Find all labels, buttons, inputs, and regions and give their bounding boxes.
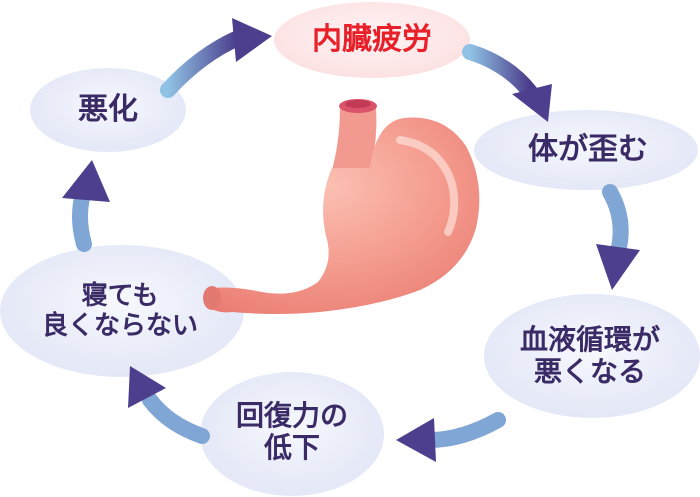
arrow-karada-to-ketsueki xyxy=(596,184,640,290)
node-netemo: 寝ても 良くならない xyxy=(41,281,199,342)
cycle-arrows xyxy=(62,18,640,462)
node-label: 良くならない xyxy=(41,311,199,341)
node-karada-yugamu: 体が歪む xyxy=(528,131,648,168)
node-label: 悪くなる xyxy=(533,355,647,388)
bubble-netemo xyxy=(0,245,244,377)
bubble-akka xyxy=(30,68,186,152)
arrow-naizou-to-karada xyxy=(462,44,552,122)
node-akka: 悪化 xyxy=(78,91,138,128)
bubble-kaifukuryoku xyxy=(200,372,384,496)
bubble-naizou-hirou xyxy=(274,2,470,78)
node-label: 体が歪む xyxy=(528,131,648,167)
node-label: 低下 xyxy=(263,431,321,464)
node-kaifukuryoku: 回復力の 低下 xyxy=(235,398,349,464)
node-label: 寝ても xyxy=(81,281,159,312)
arrow-netemo-to-akka xyxy=(62,160,110,252)
node-label: 悪化 xyxy=(78,91,138,127)
node-ketsueki-junkan: 血液循環が 悪くなる xyxy=(519,322,661,388)
arrow-kaifuku-to-netemo xyxy=(128,366,210,444)
arrow-ketsueki-to-kaifuku xyxy=(396,412,506,462)
bubble-ketsueki-junkan xyxy=(484,294,700,418)
bubble-karada-yugamu xyxy=(474,110,698,190)
stomach-illustration xyxy=(203,99,480,314)
node-label: 内臓疲労 xyxy=(312,21,432,57)
arrow-akka-to-naizou xyxy=(160,18,272,98)
node-label: 回復力の xyxy=(235,398,349,432)
node-naizou-hirou: 内臓疲労 xyxy=(312,21,432,58)
node-label: 血液循環が xyxy=(519,322,661,356)
